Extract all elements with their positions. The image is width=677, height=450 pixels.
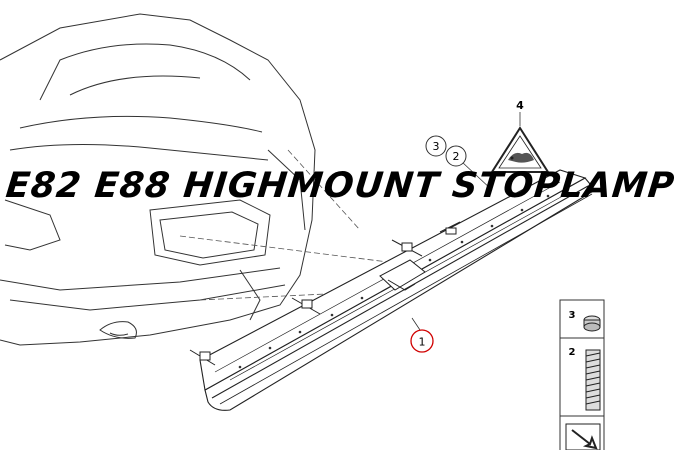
stud xyxy=(189,349,216,366)
callout-leaders xyxy=(411,112,521,331)
callout-2-number: 2 xyxy=(453,150,460,163)
parts-legend-panel: 3 2 xyxy=(559,299,605,450)
legend-item-2-number: 2 xyxy=(569,347,576,358)
callout-3-number: 3 xyxy=(433,140,440,153)
warning-label-triangle xyxy=(490,126,550,173)
stud xyxy=(291,297,321,315)
legend-item-3-number: 3 xyxy=(569,310,576,321)
callout-1-number: 1 xyxy=(419,336,426,349)
callout-3: 3 xyxy=(425,135,447,157)
callout-4-number: 4 xyxy=(516,99,524,112)
nut-icon xyxy=(583,315,601,332)
callout-1: 1 xyxy=(410,329,434,353)
stud xyxy=(391,239,423,257)
callout-2: 2 xyxy=(445,145,467,167)
threaded-stud-icon xyxy=(585,349,601,411)
callout-4: 4 xyxy=(516,99,524,112)
fastener-dots xyxy=(238,194,550,369)
stoplamp-bar xyxy=(199,169,596,411)
exploded-view-drawing: 1 3 2 4 3 2 xyxy=(0,13,605,450)
arrow-icon xyxy=(565,423,601,450)
parts-diagram: 1 3 2 4 3 2 xyxy=(0,13,677,450)
page-title: E82 E88 HIGHMOUNT STOPLAMP xyxy=(3,166,677,206)
car-rear-outline xyxy=(0,13,316,346)
connector xyxy=(379,221,461,291)
mounting-studs xyxy=(189,239,423,366)
